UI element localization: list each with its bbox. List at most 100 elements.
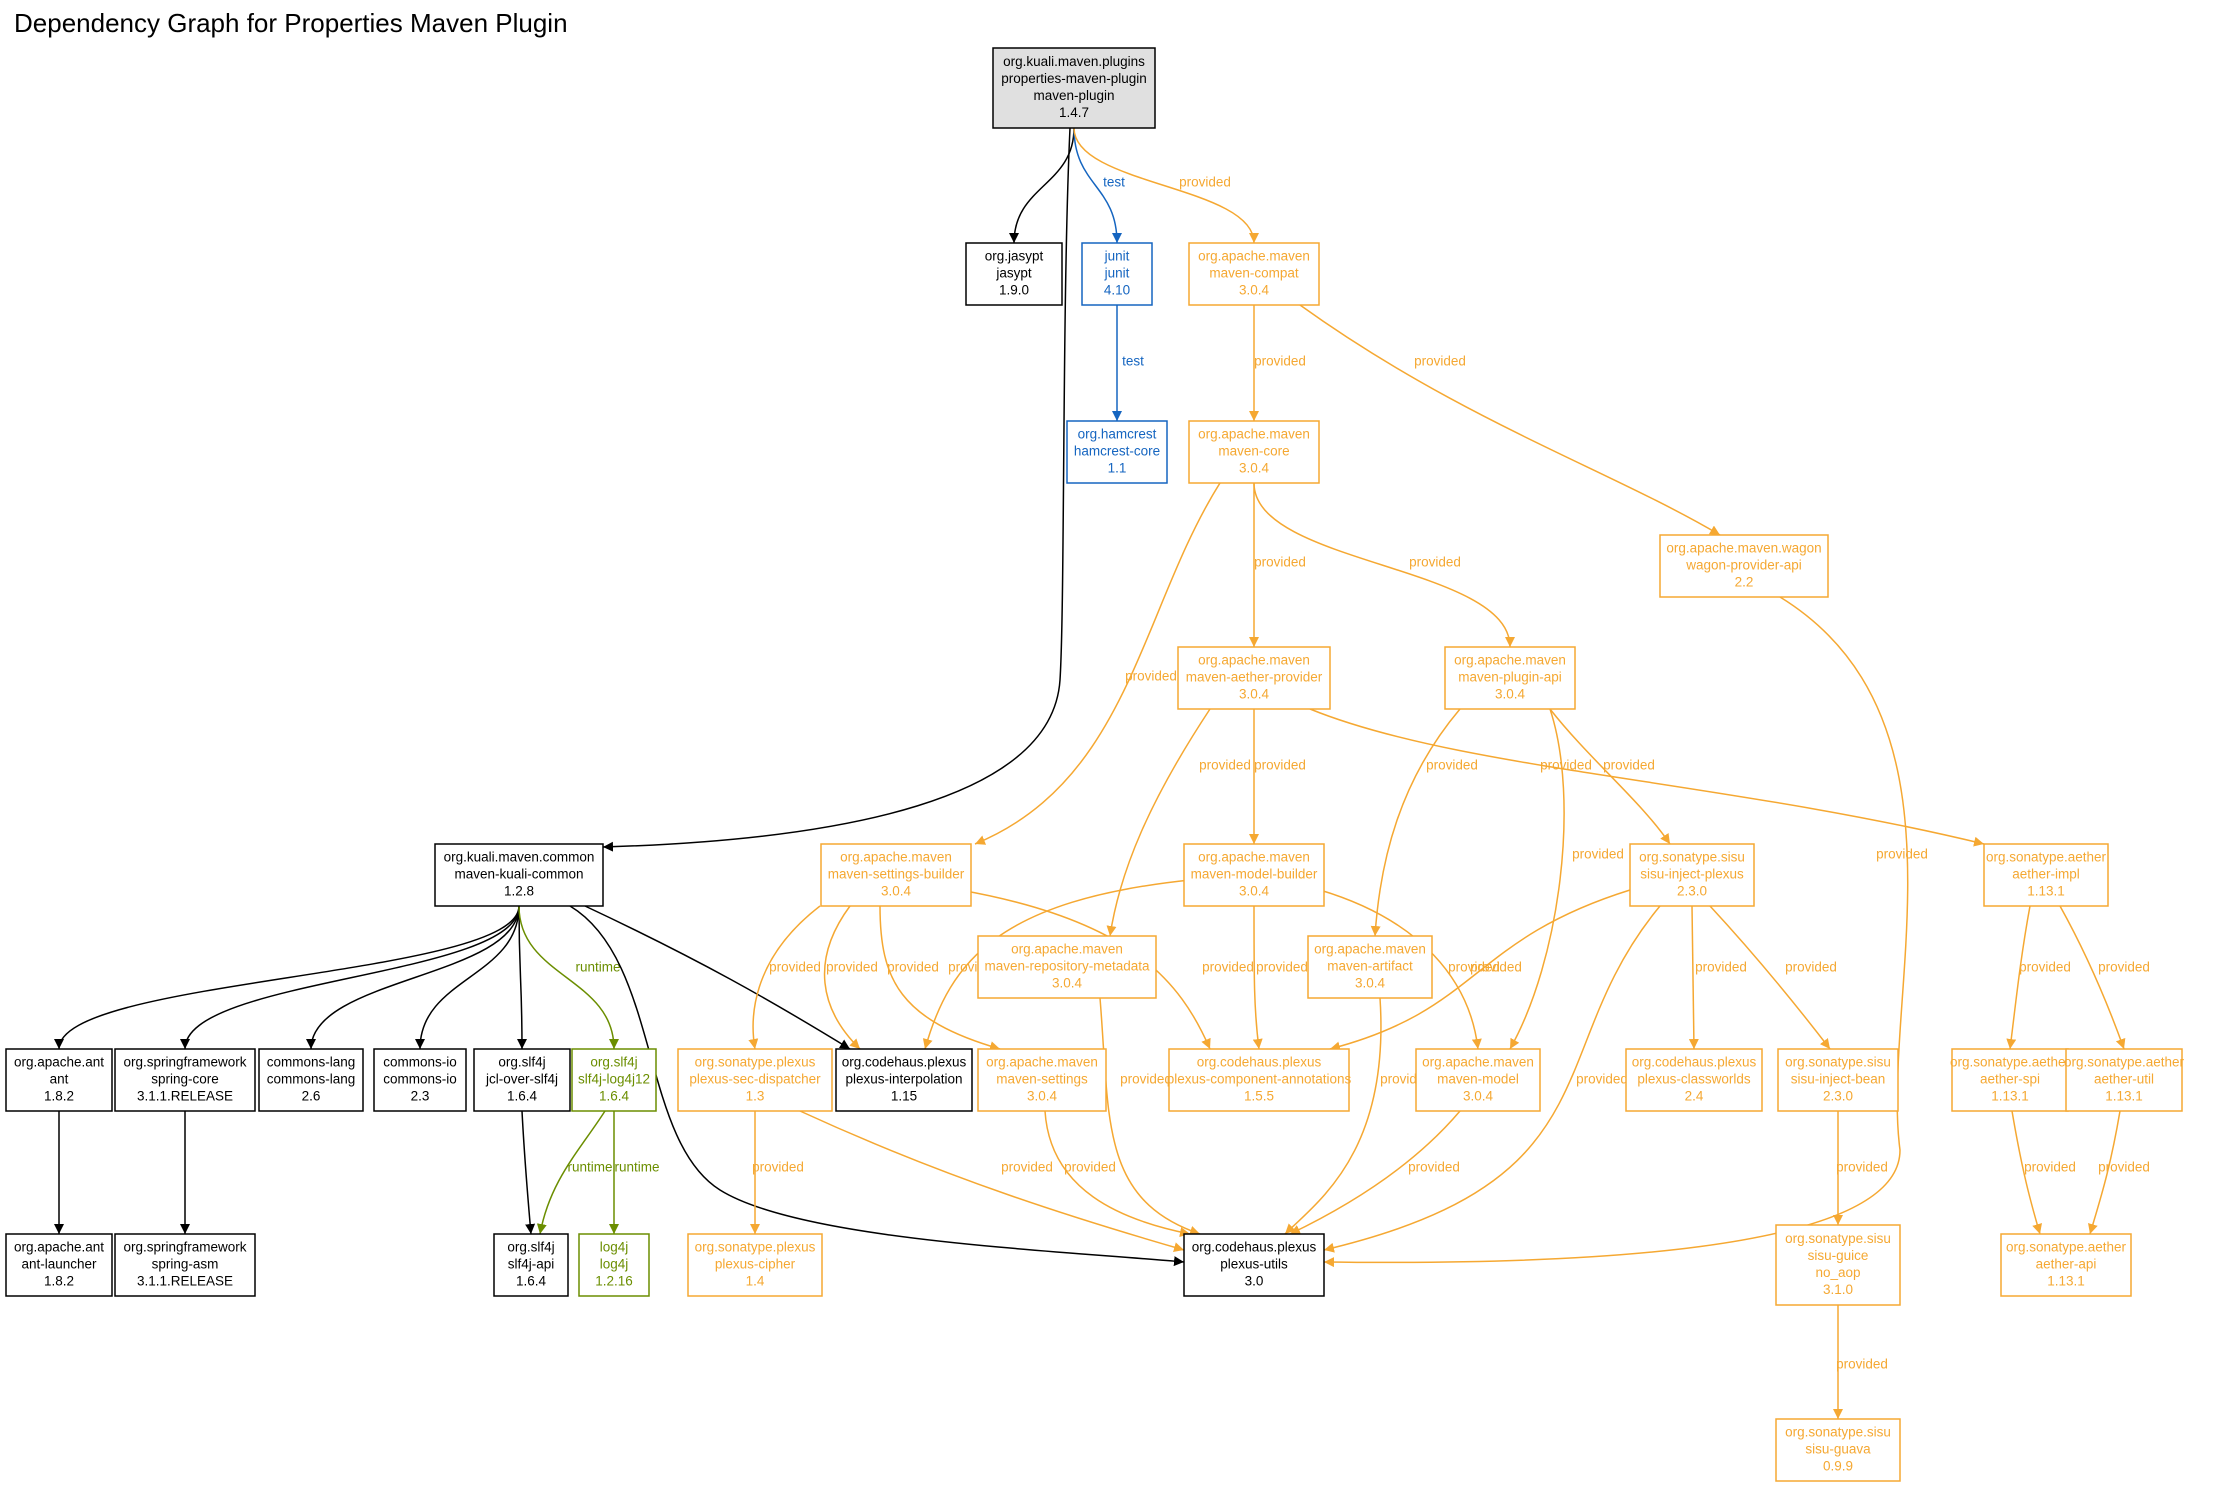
edge-label: provided — [1448, 960, 1500, 975]
edge-line — [2088, 1110, 2121, 1235]
dependency-edge: provided — [750, 1111, 804, 1234]
edge-line — [1370, 708, 1461, 937]
node-label-line: sisu-inject-bean — [1791, 1072, 1886, 1087]
node-label-line: 1.3 — [746, 1089, 765, 1104]
edge-label: provided — [1426, 758, 1478, 773]
node-box — [1188, 242, 1320, 306]
edge-label: provided — [752, 1160, 804, 1175]
node-label-line: org.codehaus.plexus — [842, 1055, 967, 1070]
edge-label: provided — [1785, 960, 1837, 975]
edge-line — [974, 482, 1221, 845]
node-label-line: 0.9.9 — [1823, 1459, 1853, 1474]
edge-label: provided — [1409, 555, 1461, 570]
node-root[interactable]: org.kuali.maven.pluginsproperties-maven-… — [992, 47, 1156, 129]
dependency-edge: provided — [2088, 1110, 2150, 1235]
dependency-edge: provided — [1309, 708, 1985, 847]
node-label-line: org.slf4j — [498, 1055, 545, 1070]
node-label-line: 3.0.4 — [1463, 1089, 1494, 1104]
node-label-line: 1.2.8 — [504, 884, 534, 899]
node-label-line: org.sonatype.sisu — [1639, 850, 1745, 865]
node-box — [493, 1233, 569, 1297]
dependency-edge: provided — [1289, 1110, 1461, 1235]
node-label-line: org.sonatype.plexus — [695, 1240, 816, 1255]
edge-label: provided — [1001, 1160, 1053, 1175]
node-box — [1777, 1048, 1899, 1112]
node-label-line: org.codehaus.plexus — [1632, 1055, 1757, 1070]
node-label-line: org.springframework — [123, 1055, 246, 1070]
node-spring-core[interactable]: org.springframeworkspring-core3.1.1.RELE… — [114, 1048, 256, 1112]
dependency-edge — [54, 905, 520, 1050]
dependency-edge — [1009, 127, 1075, 244]
node-label-line: 1.6.4 — [507, 1089, 538, 1104]
node-box — [258, 1048, 364, 1112]
edge-label: provided — [887, 960, 939, 975]
node-label-line: maven-aether-provider — [1186, 670, 1323, 685]
node-component-annotations[interactable]: org.codehaus.plexusplexus-component-anno… — [1167, 1048, 1352, 1112]
node-label-line: slf4j-log4j12 — [578, 1072, 650, 1087]
edge-line — [518, 905, 619, 1050]
dependency-edge: provided — [1249, 305, 1306, 421]
dependency-edge: provided — [1099, 997, 1201, 1236]
node-label-line: org.apache.maven — [1198, 249, 1310, 264]
node-label-line: maven-compat — [1209, 266, 1299, 281]
dependency-edge — [306, 905, 520, 1050]
edge-line — [1688, 905, 1699, 1050]
dependency-edge — [415, 905, 520, 1050]
node-box — [1168, 1048, 1350, 1112]
node-repo-metadata[interactable]: org.apache.mavenmaven-repository-metadat… — [977, 935, 1157, 999]
edge-label: provided — [1408, 1160, 1460, 1175]
node-wagon[interactable]: org.apache.maven.wagonwagon-provider-api… — [1659, 534, 1829, 598]
node-spring-asm[interactable]: org.springframeworkspring-asm3.1.1.RELEA… — [114, 1233, 256, 1297]
dependency-edge: provided — [1833, 1110, 1888, 1225]
edge-line — [879, 905, 1001, 1052]
node-sec-dispatcher[interactable]: org.sonatype.plexusplexus-sec-dispatcher… — [677, 1048, 833, 1112]
node-label-line: plexus-classworlds — [1637, 1072, 1751, 1087]
dependency-edge: provided — [1688, 905, 1747, 1050]
node-label-line: org.springframework — [123, 1240, 246, 1255]
edge-line — [536, 1110, 606, 1235]
node-box — [373, 1048, 467, 1112]
node-label-line: org.sonatype.sisu — [1785, 1231, 1891, 1246]
node-label-line: 1.2.16 — [595, 1274, 633, 1289]
node-aether-provider[interactable]: org.apache.mavenmaven-aether-provider3.0… — [1177, 646, 1331, 710]
dependency-edge — [569, 905, 1185, 1267]
edge-line — [1289, 1110, 1461, 1235]
node-label-line: commons-io — [383, 1072, 457, 1087]
node-box — [820, 843, 972, 907]
node-box — [965, 242, 1063, 306]
node-plexus-interpolation[interactable]: org.codehaus.plexusplexus-interpolation1… — [835, 1048, 973, 1112]
dependency-edge: provided — [1249, 709, 1306, 844]
node-label-line: aether-util — [2094, 1072, 2154, 1087]
node-kuali-common[interactable]: org.kuali.maven.commonmaven-kuali-common… — [434, 843, 604, 907]
node-settings-builder[interactable]: org.apache.mavenmaven-settings-builder3.… — [820, 843, 972, 907]
